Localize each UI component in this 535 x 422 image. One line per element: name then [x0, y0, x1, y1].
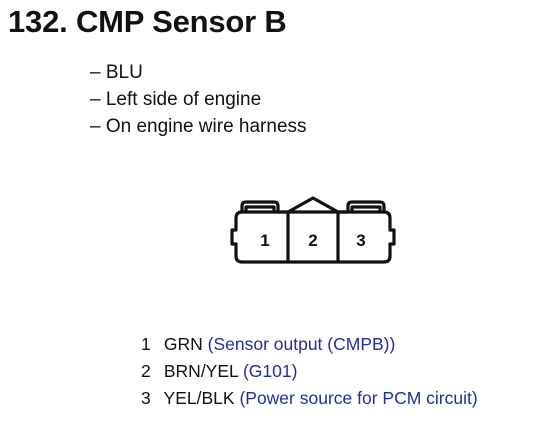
pin-wire-color: GRN [163, 334, 208, 354]
pin-number: 3 [141, 388, 151, 408]
terminal-3-label: 3 [356, 231, 365, 250]
left-latch [244, 205, 276, 214]
connector-diagram: 1 2 3 [230, 196, 396, 264]
pin-row: 3 YEL/BLK (Power source for PCM circuit) [141, 385, 478, 412]
terminal-1-label: 1 [260, 231, 269, 250]
detail-harness: – On engine wire harness [90, 116, 307, 137]
connector-details: – BLU – Left side of engine – On engine … [90, 59, 307, 140]
pin-number: 2 [141, 361, 151, 381]
pin-description: (G101) [242, 361, 298, 381]
pin-wire-color: BRN/YEL [163, 361, 243, 381]
page-title: 132. CMP Sensor B [8, 4, 287, 39]
pin-description: (Sensor output (CMPB)) [207, 334, 396, 354]
pin-description: (Power source for PCM circuit) [239, 388, 478, 408]
right-latch [350, 205, 382, 214]
pin-wire-color: YEL/BLK [163, 388, 240, 408]
detail-color: – BLU [90, 62, 143, 83]
pin-number: 1 [141, 334, 151, 354]
terminal-2-label: 2 [308, 231, 317, 250]
pin-list: 1 GRN (Sensor output (CMPB)) 2 BRN/YEL (… [141, 331, 478, 412]
pin-row: 2 BRN/YEL (G101) [141, 358, 478, 385]
pin-row: 1 GRN (Sensor output (CMPB)) [141, 331, 478, 358]
detail-location: – Left side of engine [90, 89, 262, 110]
